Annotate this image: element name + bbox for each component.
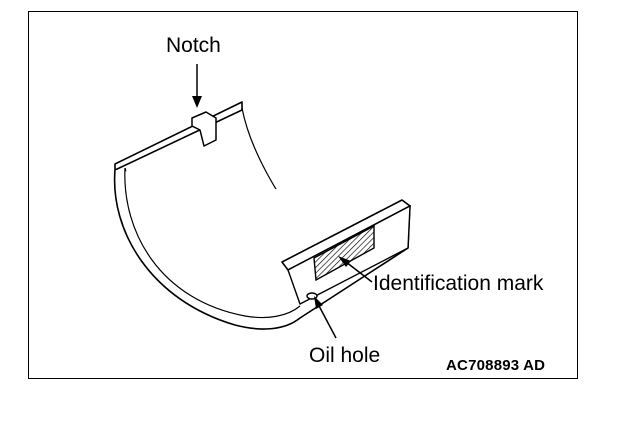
identification-mark-box [313, 224, 375, 282]
notch-arrowhead-icon [192, 96, 202, 108]
identification-mark-label: Identification mark [373, 272, 544, 295]
notch-tab [191, 111, 217, 147]
oil-hole-arrowhead-icon [314, 296, 323, 309]
notch-label: Notch [166, 34, 221, 57]
oil-hole-leader [317, 303, 337, 339]
bearing-back-edge [114, 101, 243, 171]
bearing-outer-shell [113, 169, 411, 330]
bearing-shell-thickness [124, 167, 301, 319]
identification-leader [345, 261, 373, 283]
figure-code: AC708893 AD [446, 357, 546, 374]
identification-arrowhead-icon [338, 256, 351, 267]
oil-hole-label: Oil hole [309, 344, 381, 367]
